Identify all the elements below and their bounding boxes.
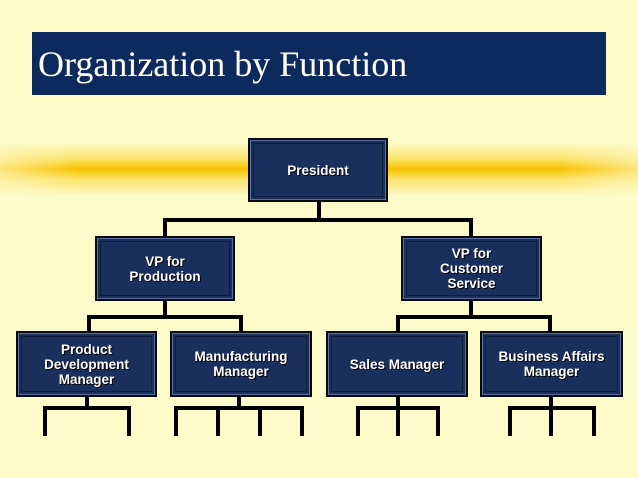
node-president: President (248, 138, 388, 202)
node-president-label: President (287, 162, 349, 178)
node-business-affairs-manager-label: Business Affairs Manager (498, 349, 605, 379)
slide-title: Organization by Function (38, 43, 408, 84)
node-sales-manager: Sales Manager (326, 331, 468, 397)
node-business-affairs-manager: Business Affairs Manager (480, 331, 623, 397)
node-vp-production: VP for Production (95, 236, 235, 301)
node-manufacturing-manager: Manufacturing Manager (170, 331, 312, 397)
node-vp-customer-service: VP for Customer Service (401, 236, 542, 301)
node-product-development-manager-label: Product Development Manager (44, 341, 129, 387)
node-vp-production-label: VP for Production (129, 253, 201, 284)
slide-title-bar: Organization by Function (32, 32, 606, 95)
node-vp-customer-service-label: VP for Customer Service (439, 246, 503, 291)
node-product-development-manager: Product Development Manager (16, 331, 157, 397)
node-manufacturing-manager-label: Manufacturing Manager (194, 349, 288, 379)
node-sales-manager-label: Sales Manager (349, 356, 445, 372)
